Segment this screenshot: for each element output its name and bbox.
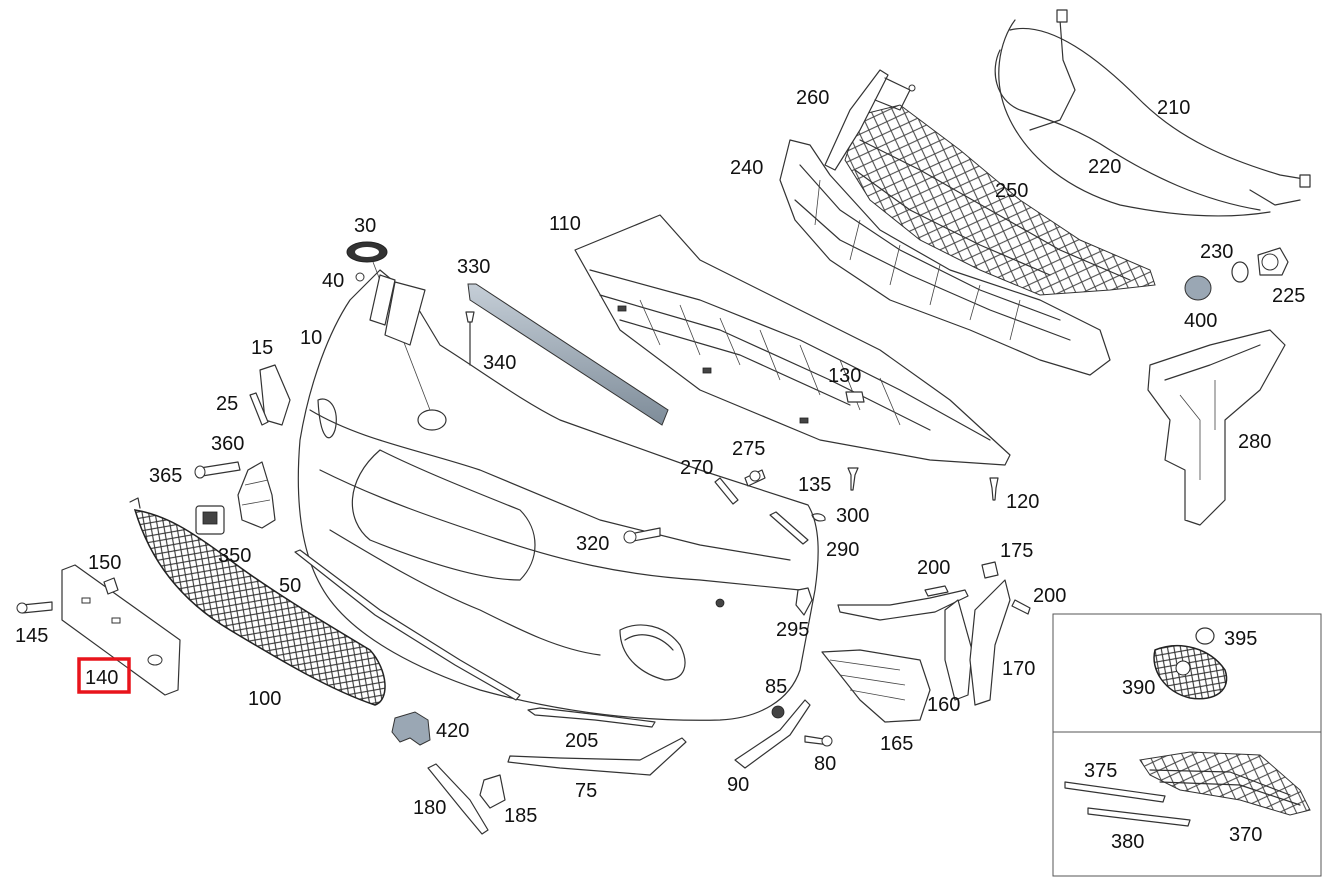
label-175: 175 <box>1000 540 1033 562</box>
label-75: 75 <box>575 780 597 802</box>
label-400: 400 <box>1184 310 1217 332</box>
inset-box-bottom <box>1052 731 1322 877</box>
label-350: 350 <box>218 545 251 567</box>
side-bracket-part <box>1147 329 1286 526</box>
label-80: 80 <box>814 753 836 775</box>
label-140: 140 <box>85 667 118 689</box>
label-370: 370 <box>1229 824 1262 846</box>
label-200-b: 200 <box>1033 585 1066 607</box>
label-395: 395 <box>1224 628 1257 650</box>
highlight-box-140 <box>77 657 131 694</box>
label-275: 275 <box>732 438 765 460</box>
label-270: 270 <box>680 457 713 479</box>
side-insert-180-part <box>427 763 506 835</box>
mount-bracket-360-part <box>194 461 276 535</box>
label-240: 240 <box>730 157 763 179</box>
label-120: 120 <box>1006 491 1039 513</box>
label-185: 185 <box>504 805 537 827</box>
label-205: 205 <box>565 730 598 752</box>
label-420: 420 <box>436 720 469 742</box>
side-guide-15-part <box>249 364 291 426</box>
label-30: 30 <box>354 215 376 237</box>
air-guide-part <box>824 69 916 171</box>
label-260: 260 <box>796 87 829 109</box>
label-320: 320 <box>576 533 609 555</box>
label-130: 130 <box>828 365 861 387</box>
label-150: 150 <box>88 552 121 574</box>
underbody-panel-part <box>574 214 1011 501</box>
label-85: 85 <box>765 676 787 698</box>
label-135: 135 <box>798 474 831 496</box>
label-15: 15 <box>251 337 273 359</box>
label-290: 290 <box>826 539 859 561</box>
impact-absorber-part <box>779 139 1111 376</box>
part-labels: 10 15 25 30 40 50 75 80 85 90 100 110 12… <box>15 87 1305 853</box>
parking-sensor-parts <box>1184 247 1289 301</box>
inset-box-top <box>1052 613 1322 733</box>
label-210: 210 <box>1157 97 1190 119</box>
lower-grille-mesh-part <box>129 497 386 706</box>
label-375: 375 <box>1084 760 1117 782</box>
label-340: 340 <box>483 352 516 374</box>
label-100: 100 <box>248 688 281 710</box>
label-280: 280 <box>1238 431 1271 453</box>
label-110: 110 <box>549 213 581 235</box>
label-360: 360 <box>211 433 244 455</box>
label-180: 180 <box>413 797 446 819</box>
label-365: 365 <box>149 465 182 487</box>
label-170: 170 <box>1002 658 1035 680</box>
lower-trim-parts <box>294 549 687 776</box>
license-plate-bracket-part <box>16 564 181 696</box>
label-40: 40 <box>322 270 344 292</box>
emblem-ring-part <box>346 241 447 431</box>
clip-420-part <box>391 711 431 746</box>
trim-strip-part <box>465 283 669 426</box>
label-300: 300 <box>836 505 869 527</box>
label-25: 25 <box>216 393 238 415</box>
label-200-a: 200 <box>917 557 950 579</box>
label-390: 390 <box>1122 677 1155 699</box>
label-380: 380 <box>1111 831 1144 853</box>
label-225: 225 <box>1272 285 1305 307</box>
label-10: 10 <box>300 327 322 349</box>
label-250: 250 <box>995 180 1028 202</box>
label-90: 90 <box>727 774 749 796</box>
side-trim-right-parts <box>821 561 1031 723</box>
label-230: 230 <box>1200 241 1233 263</box>
grille-carrier-part <box>844 104 1156 296</box>
bumper-cover-part <box>297 269 819 721</box>
label-160: 160 <box>927 694 960 716</box>
label-330: 330 <box>457 256 490 278</box>
label-50: 50 <box>279 575 301 597</box>
corner-trim-90-part <box>734 699 833 769</box>
small-fastener-parts <box>623 469 826 616</box>
label-145: 145 <box>15 625 48 647</box>
label-220: 220 <box>1088 156 1121 178</box>
wiring-harness-part <box>994 9 1311 217</box>
label-295: 295 <box>776 619 809 641</box>
label-165: 165 <box>880 733 913 755</box>
